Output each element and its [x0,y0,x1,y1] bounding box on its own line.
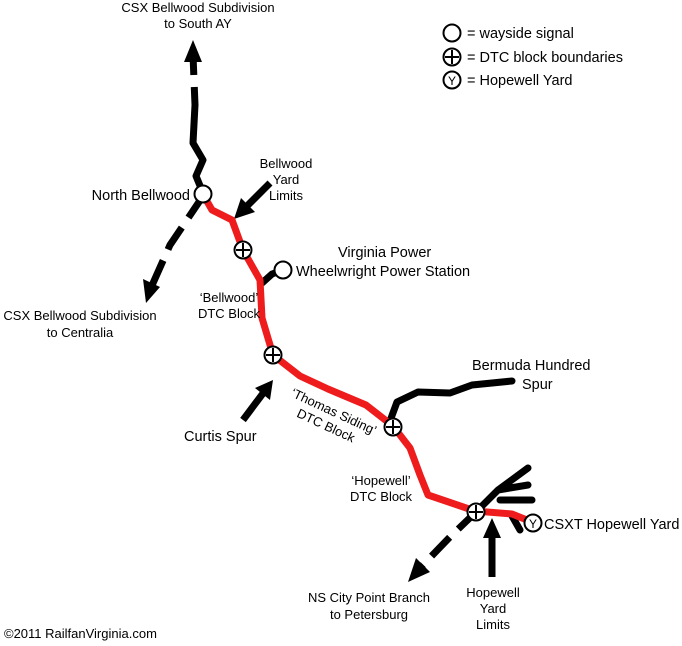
label-hopewell-dtc-line2: DTC Block [350,489,413,504]
legend-dtc-label: = DTC block boundaries [467,50,623,66]
copyright: ©2011 RailfanVirginia.com [4,626,157,641]
curtis-spur-arrow [240,389,267,423]
bellwood-yard-limits-arrowhead [234,198,255,219]
virginia-power-signal-icon [273,260,293,280]
hopewell-yard-marker-icon [523,513,543,533]
label-hopewell-dtc-line1: ‘Hopewell’ [351,473,410,488]
csx-track-centralia [146,194,206,292]
label-ns-city-point-line2: to Petersburg [330,607,408,622]
legend-yard-icon [442,70,462,90]
dtc-boundary-curtis-icon [263,345,283,365]
label-virginia-power-line2: Wheelwright Power Station [296,264,470,280]
label-ns-city-point-line1: NS City Point Branch [308,590,430,605]
csx-track-north [189,101,207,197]
label-curtis-spur: Curtis Spur [184,429,257,445]
legend-signal-icon [442,23,462,43]
hopewell-yard-marker-letter: Y [529,517,537,531]
label-csx-south-line1: CSX Bellwood Subdivision [121,0,274,15]
north-bellwood-signal-icon [193,184,213,204]
csx-track-north-dashed [189,54,199,106]
label-hopewell-limits-line1: Hopewell [466,585,520,600]
label-hopewell-limits-line3: Limits [476,617,510,632]
legend-yard-label: = Hopewell Yard [467,73,572,89]
hopewell-yard-tracks [473,464,536,534]
label-csx-south-line2: to South AY [164,16,232,31]
label-north-bellwood: North Bellwood [92,188,190,204]
legend: = wayside signal = DTC block boundaries … [442,23,623,90]
ns-city-point-branch [417,508,480,571]
label-bellwood-dtc-line2: DTC Block [198,306,261,321]
dtc-boundary-hopewell-icon [466,502,486,522]
curtis-spur-arrowhead [255,380,273,400]
label-bellwood-yard-line3: Limits [269,188,303,203]
label-csx-centralia-line2: to Centralia [47,325,114,340]
dtc-boundary-thomas-icon [383,417,403,437]
hopewell-yard-limits-arrowhead [483,518,501,538]
ns-city-point-arrow [408,558,430,582]
csx-track-north-arrow [184,40,202,62]
legend-signal-label: = wayside signal [467,26,574,42]
label-hopewell-limits-line2: Yard [480,601,507,616]
label-bellwood-yard-line1: Bellwood [260,156,313,171]
dtc-boundary-bellwood-icon [233,240,253,260]
dtc-route [200,192,536,526]
label-bellwood-yard-line2: Yard [273,172,300,187]
label-bellwood-dtc-line1: ‘Bellwood’ [200,290,259,305]
label-bermuda-line2: Spur [522,377,553,393]
label-virginia-power-line1: Virginia Power [338,245,431,261]
bermuda-hundred-spur [386,377,516,425]
label-csx-centralia-line1: CSX Bellwood Subdivision [3,308,156,323]
legend-yard-letter: Y [448,74,456,88]
label-csxt-hopewell-yard: CSXT Hopewell Yard [544,517,679,533]
bellwood-yard-limits-arrow [242,180,273,211]
csx-track-centralia-arrow [143,279,160,303]
label-bermuda-line1: Bermuda Hundred [472,358,591,374]
legend-dtc-icon [442,47,462,67]
